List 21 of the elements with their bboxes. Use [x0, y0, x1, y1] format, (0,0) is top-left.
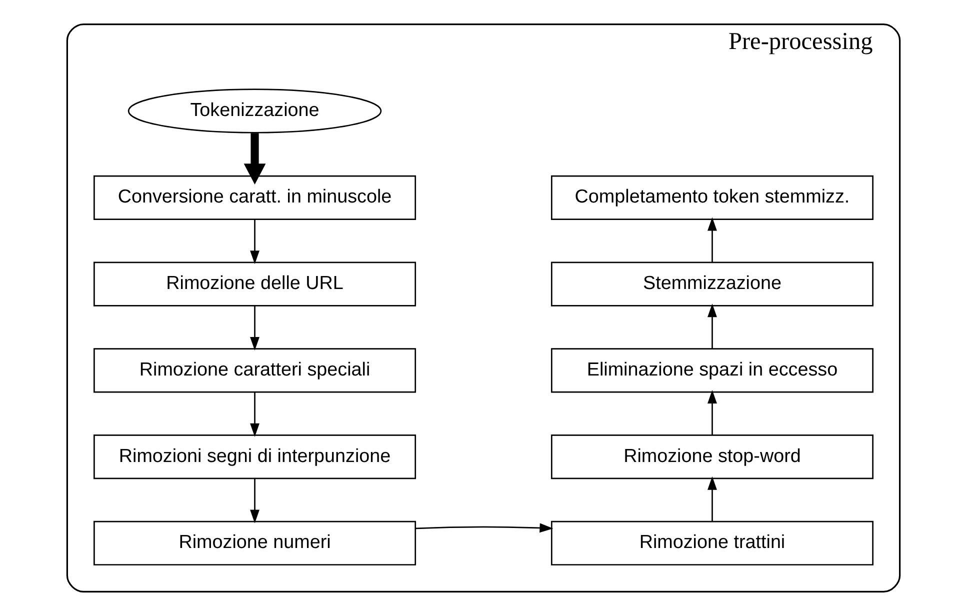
- arrow: [250, 392, 260, 437]
- node-box: Rimozione numeri: [94, 520, 416, 566]
- arrow: [708, 476, 717, 522]
- node-box: Rimozione caratteri speciali: [94, 348, 416, 393]
- arrow: [250, 306, 260, 350]
- node-box: Stemmizzazione: [550, 262, 874, 306]
- arrow: [708, 304, 717, 348]
- node-box: Conversione caratt. in minuscole: [94, 175, 416, 220]
- node-box: Rimozione delle URL: [94, 262, 416, 306]
- arrow: [250, 478, 260, 524]
- node-box: Rimozione stop-word: [550, 434, 874, 480]
- arrow: [708, 390, 717, 435]
- node-box: Eliminazione spazi in eccesso: [550, 348, 874, 393]
- node-ellipse: Tokenizzazione: [128, 88, 382, 134]
- arrow: [708, 217, 717, 262]
- node-box: Rimozioni segni di interpunzione: [94, 434, 416, 480]
- arrow: [244, 133, 266, 185]
- node-box: Completamento token stemmizz.: [550, 175, 874, 220]
- arrow: [250, 219, 260, 264]
- arrow: [416, 523, 554, 533]
- node-box: Rimozione trattini: [550, 520, 874, 566]
